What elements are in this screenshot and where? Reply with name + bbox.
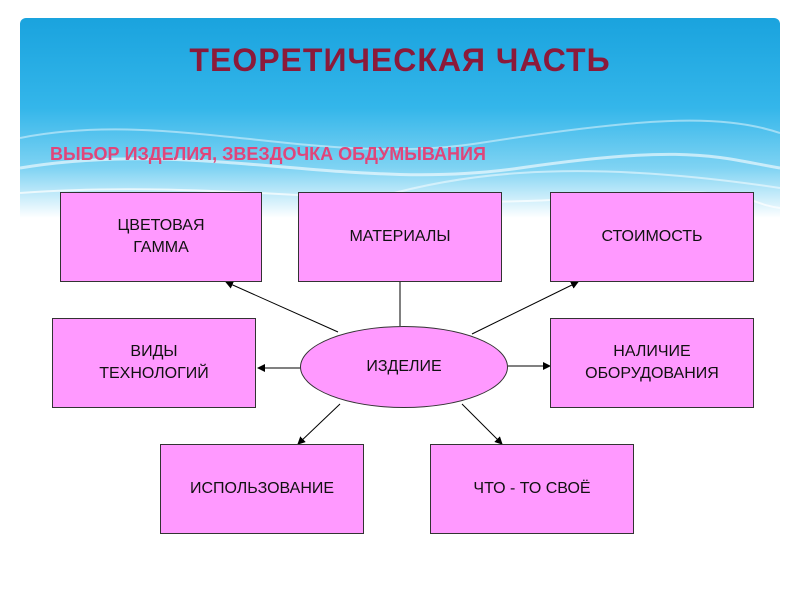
node-cost: СТОИМОСТЬ — [550, 192, 754, 282]
center-node: ИЗДЕЛИЕ — [300, 326, 508, 408]
center-node-label: ИЗДЕЛИЕ — [366, 358, 442, 375]
node-equipment: НАЛИЧИЕ ОБОРУДОВАНИЯ — [550, 318, 754, 408]
node-usage: ИСПОЛЬЗОВАНИЕ — [160, 444, 364, 534]
subtitle: ВЫБОР ИЗДЕЛИЯ, ЗВЕЗДОЧКА ОБДУМЫВАНИЯ — [50, 144, 486, 164]
page-title: ТЕОРЕТИЧЕСКАЯ ЧАСТЬ — [189, 42, 611, 78]
node-technologies: ВИДЫ ТЕХНОЛОГИЙ — [52, 318, 256, 408]
arrow-to-color-scheme — [225, 281, 339, 333]
node-color-scheme: ЦВЕТОВАЯ ГАММА — [60, 192, 262, 282]
node-materials: МАТЕРИАЛЫ — [298, 192, 502, 282]
arrow-to-usage — [297, 403, 341, 445]
arrow-to-own — [461, 403, 503, 445]
node-own: ЧТО - ТО СВОЁ — [430, 444, 634, 534]
arrow-to-cost — [471, 281, 579, 335]
